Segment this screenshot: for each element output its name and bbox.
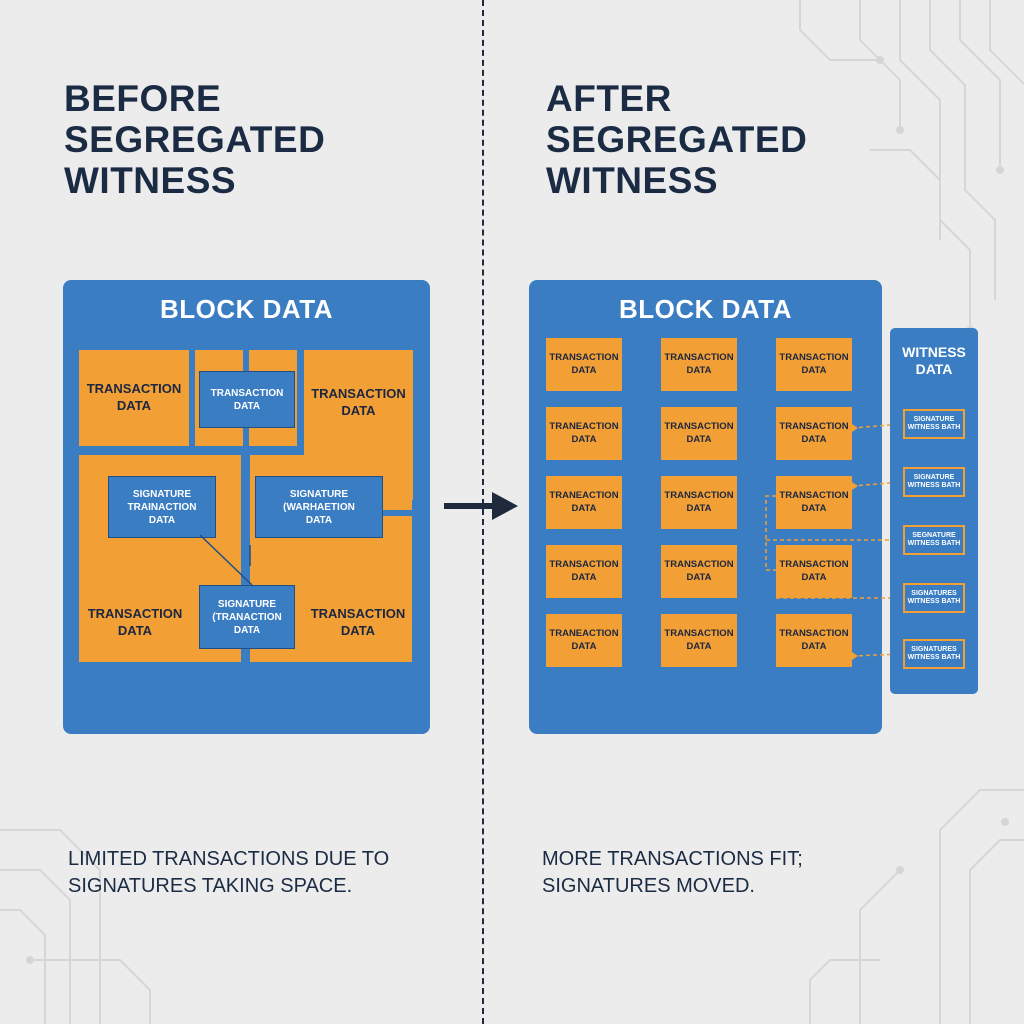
right-arrow-icon (444, 492, 518, 520)
signature-box: SIGNATURE (TRANACTION DATA (199, 585, 295, 649)
after-transaction-block: TRANSACTION DATA (661, 545, 737, 598)
witness-item: SIGNATURES WITNESS BATH (903, 639, 965, 669)
after-transaction-block: TRANSACTION DATA (661, 476, 737, 529)
after-panel-title: BLOCK DATA (618, 294, 792, 324)
after-caption: MORE TRANSACTIONS FIT; SIGNATURES MOVED. (542, 848, 803, 897)
after-transaction-block: TRANEACTION DATA (546, 614, 622, 667)
witness-item: SIGNATURE WITNESS BATH (903, 467, 965, 497)
after-transaction-block: TRANEACTION DATA (546, 407, 622, 460)
after-transaction-block: TRANSACTION DATA (776, 545, 852, 598)
witness-item: SEGNATURE WITNESS BATH (903, 525, 965, 555)
after-transaction-block: TRANSACTION DATA (661, 614, 737, 667)
signature-box: SIGNATURE (WARHAETION DATA (255, 476, 383, 538)
after-transaction-block: TRANSACTION DATA (546, 545, 622, 598)
witness-item: SIGNATURES WITNESS BATH (903, 583, 965, 613)
signature-box: TRANSACTION DATA (199, 371, 295, 428)
signature-box: SIGNATURE TRAINACTION DATA (108, 476, 216, 538)
after-transaction-block: TRANEACTION DATA (546, 476, 622, 529)
after-title: AFTER SEGREGATED WITNESS (546, 78, 808, 201)
before-transaction-block: TRANSACTION DATA (79, 350, 189, 446)
after-transaction-block: TRANSACTION DATA (776, 476, 852, 529)
witness-item: SIGNATURE WITNESS BATH (903, 409, 965, 439)
after-transaction-block: TRANSACTION DATA (661, 338, 737, 391)
after-transaction-block: TRANSACTION DATA (776, 407, 852, 460)
before-caption: LIMITED TRANSACTIONS DUE TO SIGNATURES T… (68, 848, 390, 897)
vertical-divider (482, 0, 484, 1024)
witness-title: WITNESS DATA (902, 344, 966, 377)
before-transaction-label: TRANSACTION DATA (310, 605, 406, 638)
witness-data-column: WITNESS DATA SIGNATURE WITNESS BATH SIGN… (890, 328, 978, 694)
after-transaction-block: TRANSACTION DATA (661, 407, 737, 460)
after-transaction-block: TRANSACTION DATA (776, 614, 852, 667)
after-transaction-block: TRANSACTION DATA (776, 338, 852, 391)
before-transaction-label: TRANSACTION DATA (87, 605, 183, 638)
before-panel-title: BLOCK DATA (159, 294, 333, 324)
after-transaction-block: TRANSACTION DATA (546, 338, 622, 391)
before-title: BEFORE SEGREGATED WITNESS (64, 78, 326, 201)
